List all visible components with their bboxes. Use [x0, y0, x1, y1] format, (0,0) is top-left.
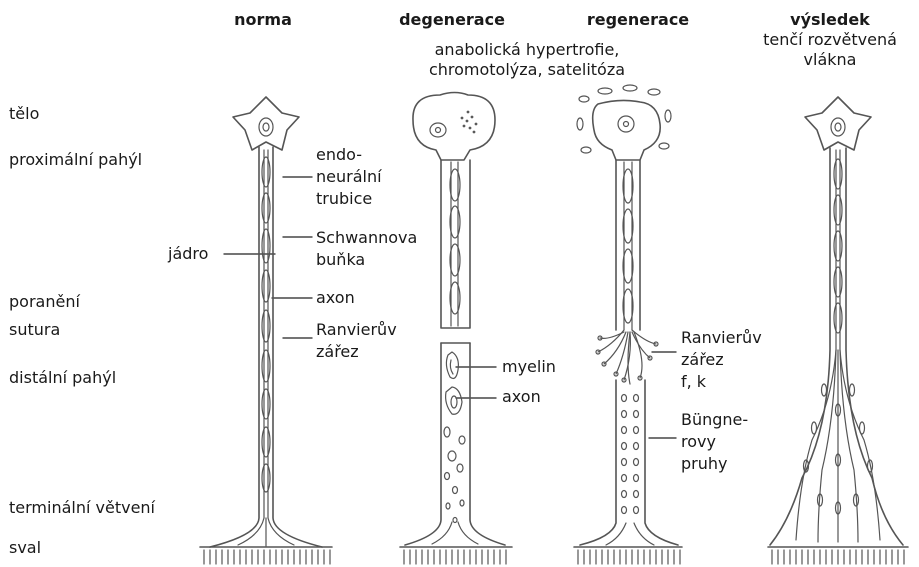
neuron-regenerace: [574, 85, 682, 564]
neuron-degenerace: [400, 93, 512, 565]
soma-degenerace: [413, 93, 495, 161]
neuron-norma: [200, 97, 332, 564]
neuron-vysledek: [768, 97, 908, 564]
soma-regenerace: [593, 100, 661, 160]
